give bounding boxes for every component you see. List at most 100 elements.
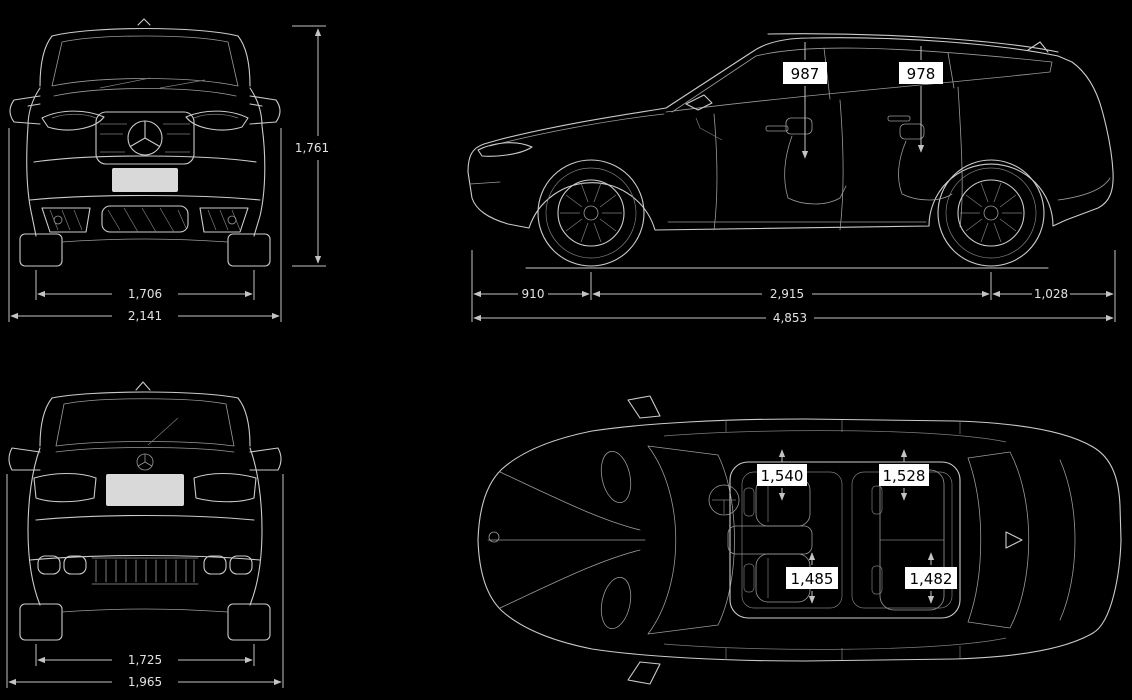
top-side-glass-lines <box>663 430 1007 650</box>
dim-rear-overhang: 1,028 <box>992 250 1116 322</box>
front-mirror-right <box>249 95 281 125</box>
dim-top-rear-lower: 1,482 <box>905 552 957 604</box>
side-glasshouse <box>665 47 1053 113</box>
front-windshield <box>51 35 239 87</box>
front-fog-lamp-left <box>53 215 63 225</box>
rear-underbody-line <box>61 608 229 613</box>
dim-label-overall-length: 4,853 <box>773 311 807 325</box>
dim-headroom-front: 987 <box>783 42 827 159</box>
dim-rear-inner-width: 1,725 <box>35 644 255 667</box>
side-door-handle-front <box>765 125 789 132</box>
rear-view: 1,725 1,965 <box>6 381 284 689</box>
side-interior-seats <box>695 117 953 205</box>
top-windshield <box>647 445 735 635</box>
top-door-seams <box>725 420 961 660</box>
top-hood-vent-lower <box>600 577 632 629</box>
dim-label-top-rear-lower: 1,482 <box>910 570 953 588</box>
rear-body-sides <box>27 447 263 606</box>
front-mirror-left <box>9 95 41 125</box>
dim-box-top-rear-upper <box>879 464 929 486</box>
dim-label-overall-height: 1,761 <box>295 141 329 155</box>
dim-rear-body-width: 1,965 <box>6 474 284 689</box>
front-a-pillars <box>39 35 251 87</box>
front-side-intakes <box>41 207 249 233</box>
side-view: 987 978 910 2,915 1,028 4,853 <box>467 33 1116 325</box>
dim-overall-width: 2,141 <box>8 128 282 323</box>
dim-top-front-lower: 1,485 <box>786 552 838 604</box>
rear-mirror-right <box>249 447 282 471</box>
dim-overall-height: 1,761 <box>292 25 329 267</box>
top-hood-star <box>488 531 500 543</box>
dim-label-overall-width: 2,141 <box>128 309 162 323</box>
rear-exhaust-tips <box>37 555 253 575</box>
dim-top-rear-upper: 1,528 <box>879 449 929 501</box>
rear-taillight-right <box>193 472 257 503</box>
top-hatch-line <box>1059 459 1076 621</box>
dim-label-rear-overhang: 1,028 <box>1034 287 1068 301</box>
front-grille-slats <box>100 123 190 153</box>
front-antenna-fin <box>137 18 151 26</box>
dim-label-rear-body-width: 1,965 <box>128 675 162 689</box>
dim-box-top-rear-lower <box>905 567 957 589</box>
rear-window <box>55 398 235 447</box>
front-grille <box>95 111 195 165</box>
side-antenna-fin <box>1027 41 1049 53</box>
top-view: 1,540 1,528 1,485 1,482 <box>477 395 1122 685</box>
side-headlight <box>477 142 533 157</box>
dim-track-width: 1,706 <box>35 270 255 301</box>
dim-label-top-front-upper: 1,540 <box>761 467 804 485</box>
side-front-wheel <box>537 159 645 267</box>
mercedes-star-icon-rear <box>136 453 154 471</box>
top-center-console <box>727 525 813 555</box>
dim-box-headroom-rear <box>899 62 943 84</box>
rear-roof-line <box>51 391 239 399</box>
side-rear-wheel-spokes <box>960 182 1022 243</box>
front-view: 1,761 1,706 2,141 <box>8 18 329 323</box>
front-roof-line <box>51 27 239 37</box>
dim-front-overhang: 910 <box>471 250 592 322</box>
side-rear-wheel <box>937 159 1045 267</box>
top-hood-creases <box>487 471 646 609</box>
side-rear-bumper-crease <box>1057 177 1111 201</box>
dim-label-headroom-rear: 978 <box>907 65 936 83</box>
rear-antenna-fin <box>135 381 151 391</box>
rear-wheel-right <box>227 603 271 641</box>
dim-top-front-upper: 1,540 <box>757 449 807 501</box>
front-headlight-right-detail <box>193 113 239 119</box>
dim-label-top-rear-upper: 1,528 <box>883 467 926 485</box>
front-body-sides <box>26 87 266 237</box>
front-underbody-line <box>61 238 229 243</box>
side-front-lower-crease <box>469 181 501 185</box>
front-center-intake-mesh <box>107 207 187 233</box>
rear-wiper <box>147 417 179 446</box>
front-wipers <box>99 77 206 89</box>
dim-box-top-front-upper <box>757 464 807 486</box>
front-license-plate <box>112 168 178 192</box>
dim-label-track-width: 1,706 <box>128 287 162 301</box>
front-headlight-left-detail <box>51 113 97 119</box>
front-headlight-left <box>41 110 105 131</box>
rear-license-plate <box>106 474 184 506</box>
dim-overall-length: 4,853 <box>473 311 1114 325</box>
front-hood-line <box>53 88 237 97</box>
side-front-wheel-spokes <box>560 182 622 243</box>
dim-label-headroom-front: 987 <box>791 65 820 83</box>
top-hood-vent-upper <box>600 451 632 503</box>
dim-label-wheelbase: 2,915 <box>770 287 804 301</box>
front-headlight-right <box>185 110 249 131</box>
top-mirror-upper <box>627 395 661 419</box>
front-wheel-left <box>19 233 63 267</box>
rear-mirror-left <box>8 447 41 471</box>
dim-box-headroom-front <box>783 62 827 84</box>
rear-pillars <box>39 397 251 447</box>
top-rear-window <box>967 451 1030 629</box>
side-mirror <box>685 94 713 111</box>
rear-taillight-left <box>33 472 97 503</box>
front-center-intake <box>101 205 189 233</box>
front-bumper-lines <box>29 155 261 201</box>
side-steering-column <box>695 117 723 141</box>
dim-label-rear-inner-width: 1,725 <box>128 653 162 667</box>
front-wheel-right <box>227 233 271 267</box>
